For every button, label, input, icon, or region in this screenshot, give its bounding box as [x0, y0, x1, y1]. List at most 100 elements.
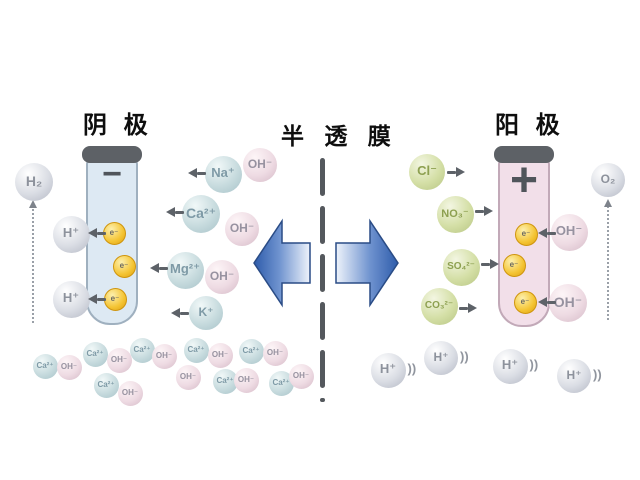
membrane-dash-1: [319, 158, 325, 196]
ca-ion-label: Ca²⁺: [186, 204, 216, 221]
h-plus-bottom-3-vibration-marks: )): [529, 357, 539, 372]
ca-small-3-label: Ca²⁺: [133, 344, 151, 354]
migration-arrow-right: [335, 218, 399, 308]
electron-to-h-arrow-bottom: [88, 293, 106, 304]
oh-small-7-label: OH⁻: [237, 374, 255, 384]
membrane-dash-5: [319, 350, 325, 388]
ca-small-1: Ca²⁺: [32, 353, 58, 379]
h-plus-bottom-4-label: H⁺: [566, 368, 582, 382]
co3-ion: CO₃²⁻: [420, 287, 458, 325]
ca-small-7-label: Ca²⁺: [242, 345, 260, 355]
ca-small-8-label: Ca²⁺: [272, 377, 290, 387]
ca-small-5-label: Ca²⁺: [187, 344, 205, 354]
membrane-dash-4: [319, 302, 325, 340]
cathode-label: 阴 极: [83, 112, 153, 139]
oh-small-1: OH⁻: [56, 354, 82, 380]
oh-small-4: OH⁻: [117, 380, 143, 406]
oh-small-7: OH⁻: [233, 367, 259, 393]
anode-tube-cap: [494, 146, 554, 163]
oh-small-8-label: OH⁻: [266, 347, 284, 357]
oh-ion-2: OH⁻: [225, 212, 259, 246]
oh-ion-1-label: OH⁻: [247, 157, 273, 171]
oh-small-9: OH⁻: [288, 363, 314, 389]
so4-arrow: [481, 258, 499, 269]
co3-ion-label: CO₃²⁻: [424, 299, 454, 311]
oh-small-8: OH⁻: [262, 340, 288, 366]
h-plus-bottom-2: H⁺: [424, 341, 458, 375]
no3-arrow: [475, 205, 493, 216]
o2-molecule-label: O₂: [600, 172, 616, 186]
anode-plus-sign: +: [509, 154, 539, 207]
na-ion: Na⁺: [204, 155, 242, 193]
oh-anode-top: OH⁻: [550, 213, 588, 251]
k-arrow: [171, 307, 189, 318]
ca-small-1-label: Ca²⁺: [36, 360, 54, 370]
electron-cathode-3-label: e⁻: [110, 293, 120, 303]
electron-anode-1-label: e⁻: [521, 228, 531, 238]
no3-ion-label: NO₃⁻: [441, 207, 469, 220]
h2-evolution-arrow: [29, 200, 37, 323]
cathode-minus-sign: −: [102, 155, 122, 193]
membrane-label: 半 透 膜: [281, 123, 398, 149]
k-ion-label: K⁺: [198, 305, 214, 319]
cl-arrow: [447, 166, 465, 177]
ca-small-4: Ca²⁺: [93, 372, 119, 398]
electron-anode-2: e⁻: [502, 253, 526, 277]
oh-ion-3: OH⁻: [205, 260, 239, 294]
ca-small-4-label: Ca²⁺: [97, 379, 115, 389]
membrane-dash-2: [319, 206, 325, 244]
electron-cathode-1-label: e⁻: [109, 227, 119, 237]
oh-to-electron-arrow-bottom: [538, 296, 556, 307]
ca-small-2: Ca²⁺: [82, 341, 108, 367]
so4-ion-label: SO₄²⁻: [447, 260, 475, 272]
h-plus-bottom-4: H⁺: [557, 359, 591, 393]
no3-ion: NO₃⁻: [436, 195, 474, 233]
membrane-dash-6: [319, 398, 325, 402]
h-plus-bottom-3-label: H⁺: [501, 357, 519, 372]
h2-molecule: H₂: [15, 163, 53, 201]
h-plus-bottom-4-vibration-marks: )): [593, 367, 602, 382]
h-plus-cathode-top-label: H⁺: [62, 225, 80, 240]
o2-molecule: O₂: [591, 163, 625, 197]
ca-small-5: Ca²⁺: [183, 337, 209, 363]
mg-ion: Mg²⁺: [166, 251, 204, 289]
ca-small-6: Ca²⁺: [212, 368, 238, 394]
electron-to-h-arrow-top: [88, 227, 106, 238]
mg-arrow: [150, 262, 168, 273]
h2-molecule-label: H₂: [25, 173, 43, 189]
migration-arrow-left: [253, 218, 311, 308]
h-plus-bottom-2-label: H⁺: [433, 350, 449, 364]
na-arrow: [188, 167, 206, 178]
oh-small-5-label: OH⁻: [179, 371, 197, 381]
oh-small-3: OH⁻: [151, 343, 177, 369]
ca-small-2-label: Ca²⁺: [86, 348, 104, 358]
h-plus-bottom-2-vibration-marks: )): [460, 349, 469, 364]
ca-ion: Ca²⁺: [182, 195, 220, 233]
electron-cathode-2-label: e⁻: [119, 260, 129, 270]
electron-cathode-3: e⁻: [103, 287, 127, 311]
membrane-dash-3: [319, 254, 325, 292]
electron-anode-3-label: e⁻: [520, 296, 530, 306]
oh-small-1-label: OH⁻: [60, 361, 78, 371]
ca-arrow: [166, 206, 184, 217]
oh-anode-top-label: OH⁻: [555, 223, 583, 238]
ca-small-7: Ca²⁺: [238, 338, 264, 364]
anode-label: 阳 极: [495, 112, 565, 139]
oh-small-6-label: OH⁻: [211, 349, 229, 359]
h-plus-cathode-bottom: H⁺: [52, 280, 90, 318]
h-plus-cathode-bottom-label: H⁺: [62, 290, 80, 305]
mg-ion-label: Mg²⁺: [170, 261, 200, 276]
oh-ion-1: OH⁻: [243, 148, 277, 182]
ca-small-3: Ca²⁺: [129, 337, 155, 363]
electron-anode-1: e⁻: [514, 222, 538, 246]
electron-anode-3: e⁻: [513, 290, 537, 314]
oh-small-2: OH⁻: [106, 347, 132, 373]
o2-evolution-arrow: [604, 199, 612, 320]
cl-ion-label: Cl⁻: [417, 163, 437, 178]
so4-ion: SO₄²⁻: [442, 248, 480, 286]
oh-small-9-label: OH⁻: [292, 370, 310, 380]
oh-small-6: OH⁻: [207, 342, 233, 368]
oh-ion-3-label: OH⁻: [209, 269, 235, 283]
